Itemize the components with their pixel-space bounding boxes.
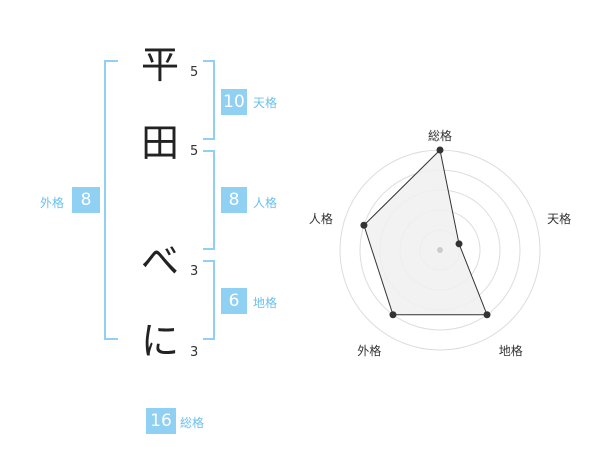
gaikaku-value: 8 — [72, 187, 100, 213]
tenkaku-bracket — [203, 60, 215, 140]
radar-axis-label-4: 人格 — [309, 211, 333, 226]
stroke-count-4: 3 — [190, 345, 199, 360]
jinkaku-value: 8 — [221, 187, 247, 213]
radar-axis-label-2: 地格 — [499, 343, 523, 358]
chikaku-value: 6 — [221, 288, 247, 314]
radar-axis-label-3: 外格 — [357, 343, 381, 358]
name-char-3: べ — [140, 239, 179, 283]
radar-point-1 — [455, 240, 463, 248]
radar-point-2 — [483, 311, 491, 319]
radar-point-4 — [360, 221, 368, 229]
soukaku-value: 16 — [146, 408, 176, 434]
stroke-count-1: 5 — [190, 65, 199, 80]
tenkaku-value: 10 — [221, 89, 247, 115]
chikaku-bracket — [203, 260, 215, 340]
name-char-4: に — [140, 319, 179, 363]
name-char-1: 平 — [140, 43, 179, 87]
jinkaku-label: 人格 — [253, 196, 278, 210]
radar-point-3 — [389, 311, 397, 319]
radar-point-0 — [436, 146, 444, 154]
gaikaku-label: 外格 — [40, 196, 65, 210]
stroke-count-3: 3 — [190, 264, 199, 279]
soukaku-label: 総格 — [180, 416, 205, 430]
radar-axis-label-0: 総格 — [428, 128, 452, 143]
jinkaku-bracket — [203, 150, 215, 250]
name-char-2: 田 — [140, 121, 179, 165]
radar-center-dot — [437, 247, 443, 253]
chikaku-label: 地格 — [253, 296, 278, 310]
radar-data-polygon — [363, 148, 488, 316]
gaikaku-bracket — [104, 60, 118, 340]
stroke-count-2: 5 — [190, 144, 199, 159]
tenkaku-label: 天格 — [253, 96, 278, 110]
radar-axis-label-1: 天格 — [547, 211, 571, 226]
